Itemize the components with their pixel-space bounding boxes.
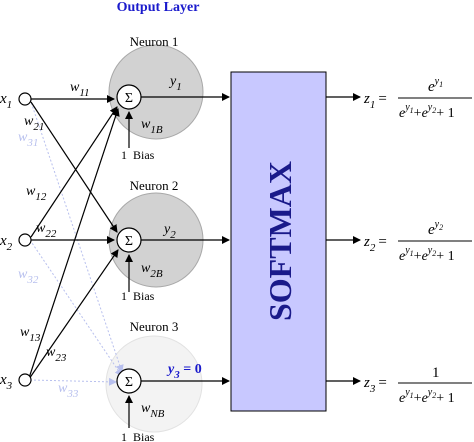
- input-label-x3: x3: [0, 372, 13, 392]
- active-connections: [28, 95, 120, 380]
- neuron-1-bias-label: 1 Bias: [121, 148, 155, 162]
- z3-label: z3=: [363, 375, 387, 395]
- layer-title: Output Layer: [117, 0, 200, 15]
- neuron-1-bias-weight: w1B: [141, 117, 163, 136]
- neuron-2-bias-label: 1 Bias: [121, 289, 155, 303]
- neuron-3-label: Neuron 3: [130, 319, 179, 334]
- output-formula-2: z2= ey2 ey1+ey2+ 1: [363, 219, 472, 264]
- neuron-3-bias-weight: wNB: [141, 401, 165, 420]
- output-formula-1: z1= ey1 ey1+ey2+ 1: [363, 76, 472, 121]
- weight-w12: w12: [26, 184, 47, 203]
- neuron-1-label: Neuron 1: [130, 34, 179, 49]
- neuron-3-body: [105, 335, 203, 433]
- z2-denominator: ey1+ey2+ 1: [399, 245, 455, 264]
- neuron-2-output: y2: [162, 222, 176, 241]
- input-node-3: [18, 373, 32, 387]
- weight-w23: w23: [46, 345, 67, 364]
- weight-w33: w33: [58, 381, 79, 400]
- weight-w31: w31: [18, 130, 38, 149]
- softmax-box: [230, 71, 327, 412]
- input-node-2: [18, 233, 32, 247]
- output-formula-3: z3= 1 ey1+ey2+ 1: [363, 365, 472, 406]
- weight-w13: w13: [20, 325, 41, 344]
- neuron-1-output: y1: [168, 74, 182, 93]
- weight-w32: w32: [18, 267, 39, 286]
- neuron-3-bias-label: 1 Bias: [121, 430, 155, 442]
- neuron-2-sigma: Σ: [125, 234, 133, 249]
- z1-label: z1=: [363, 91, 387, 111]
- neuron-2-bias-weight: w2B: [141, 261, 163, 280]
- z2-numerator: ey2: [428, 219, 443, 238]
- z1-denominator: ey1+ey2+ 1: [399, 102, 455, 121]
- z3-denominator: ey1+ey2+ 1: [399, 387, 455, 406]
- softmax-label: SOFTMAX: [262, 161, 298, 321]
- input-node-1: [18, 92, 32, 106]
- neuron-3-output: y3 = 0: [166, 362, 202, 381]
- neuron-3-sigma: Σ: [125, 375, 133, 390]
- z1-numerator: ey1: [428, 76, 443, 95]
- z3-numerator: 1: [432, 365, 440, 381]
- neuron-1-sigma: Σ: [125, 91, 133, 106]
- neuron-2-label: Neuron 2: [130, 178, 179, 193]
- weight-w21: w21: [24, 114, 44, 133]
- z2-label: z2=: [363, 234, 387, 254]
- softmax-to-output-arrows: [326, 93, 361, 385]
- weight-w11: w11: [70, 80, 90, 99]
- input-label-x2: x2: [0, 233, 13, 253]
- weight-w22: w22: [36, 221, 57, 240]
- input-label-x1: x1: [0, 91, 12, 111]
- neuron-to-softmax-arrows: [141, 93, 230, 385]
